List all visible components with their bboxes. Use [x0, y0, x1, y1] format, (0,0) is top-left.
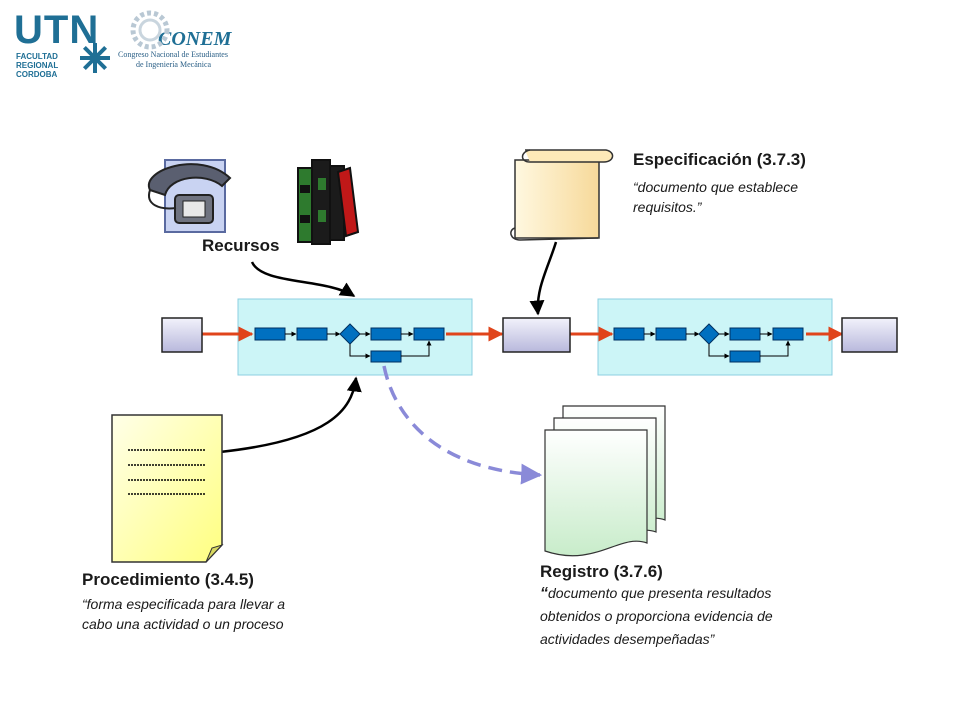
record-documents-icon [544, 405, 666, 557]
record-quote-text: documento que presenta resultados [548, 585, 772, 601]
conem-logo-title: CONEM [158, 28, 232, 50]
process-step [370, 327, 402, 341]
utn-logo-line3: CORDOBA [16, 70, 58, 79]
specification-scroll-icon [510, 149, 614, 241]
record-title: Registro (3.7.6) [540, 562, 663, 581]
process-step [613, 327, 645, 341]
procedure-document-icon [111, 414, 224, 563]
procedure-quote-line1: “forma especificada para llevar a [82, 596, 286, 612]
record-quote-line1: “documento que presenta resultados [540, 584, 771, 603]
process-step [413, 327, 445, 341]
telephone-icon [147, 159, 232, 233]
specification-quote-line2: requisitos.” [633, 199, 702, 215]
conem-logo-line1: Congreso Nacional de Estudiantes [118, 50, 228, 59]
process-2-steps [613, 323, 804, 363]
record-quote-mark: “ [540, 585, 548, 602]
record-quote-line2: obtenidos o proporciona evidencia de [540, 608, 773, 624]
record-dashed-arrow [382, 365, 543, 485]
process-step [655, 327, 687, 341]
input-box [161, 317, 203, 353]
process-step [729, 327, 761, 341]
record-quote-line3: actividades desempeñadas” [540, 631, 715, 647]
resources-arrow [250, 261, 356, 298]
intermediate-box [502, 317, 571, 353]
utn-logo-title: UTN [14, 8, 100, 52]
resources-label: Recursos [202, 236, 280, 255]
books-icon [297, 159, 360, 245]
utn-star-icon [80, 43, 110, 73]
process-step [729, 350, 761, 363]
process-step [370, 350, 402, 363]
utn-logo-line2: REGIONAL [16, 61, 59, 70]
procedure-quote-line2: cabo una actividad o un proceso [82, 616, 284, 632]
specification-arrow [529, 241, 558, 316]
conem-logo-line2: de Ingeniería Mecánica [136, 60, 212, 69]
process-step [296, 327, 328, 341]
procedure-title: Procedimiento (3.4.5) [82, 570, 254, 589]
gear-icon [130, 10, 170, 50]
utn-logo-line1: FACULTAD [16, 52, 58, 61]
process-1-steps [254, 323, 445, 363]
process-step [772, 327, 804, 341]
specification-quote-line1: “documento que establece [633, 179, 798, 195]
output-box [841, 317, 898, 353]
specification-title: Especificación (3.7.3) [633, 150, 806, 169]
process-step [254, 327, 286, 341]
procedure-arrow [219, 376, 362, 454]
